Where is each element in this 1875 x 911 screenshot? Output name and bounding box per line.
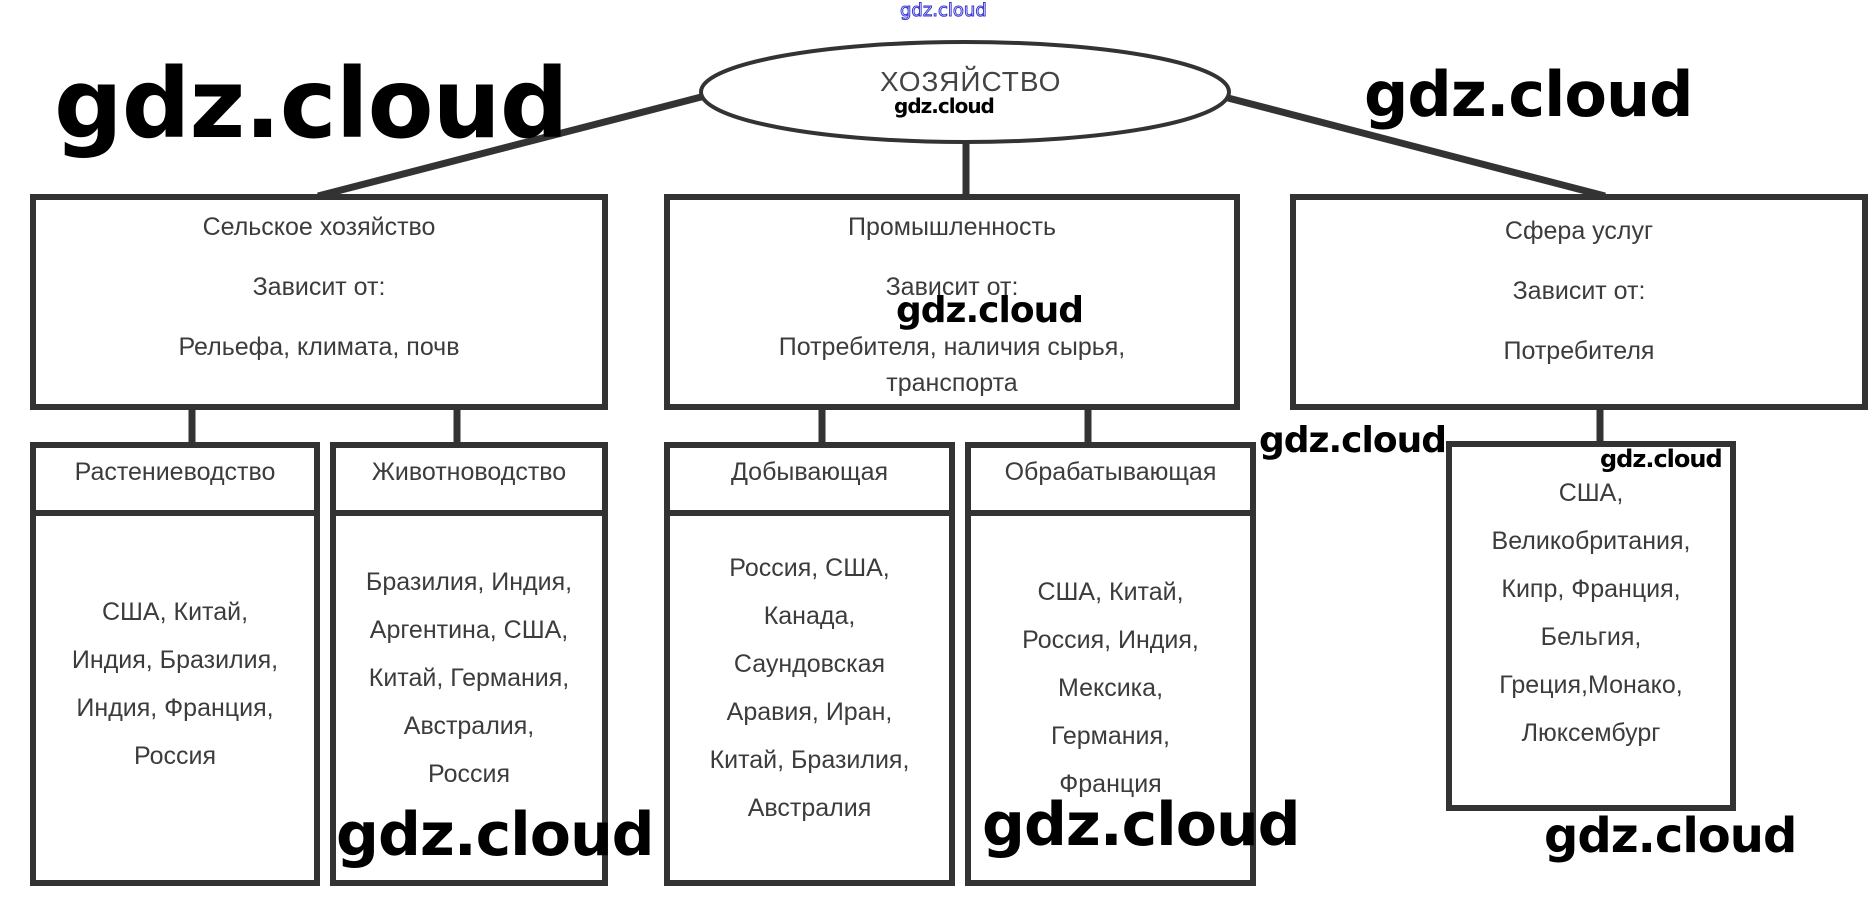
sub-box-crops: Растениеводство США, Китай, Индия, Брази… [30, 442, 320, 886]
country-list: США, Китай, Индия, Бразилия, Индия, Фран… [36, 588, 314, 780]
country-list: США, Великобритания, Кипр, Франция, Бель… [1452, 469, 1730, 757]
root-ellipse [699, 40, 1231, 144]
watermark-top-right: gdz.cloud [1364, 58, 1694, 131]
sector-box-industry: Промышленность Зависит от: Потребителя, … [664, 194, 1240, 410]
connector-root-services [1227, 94, 1606, 200]
root-label: ХОЗЯЙСТВО [880, 66, 1062, 97]
country-line: Мексика, [1057, 674, 1164, 702]
sub-box-livestock: Животноводство Бразилия, Индия, Аргентин… [330, 442, 608, 886]
watermark-top-center: gdz.cloud [900, 0, 988, 22]
sector-title: Сфера услуг [1504, 217, 1654, 245]
country-list: Россия, США, Канада, Саундовская Аравия,… [670, 544, 949, 832]
country-line: США, Китай, [101, 598, 249, 626]
connector-root-agriculture [317, 92, 706, 200]
sub-box-services-countries: США, Великобритания, Кипр, Франция, Бель… [1446, 441, 1736, 811]
sector-depends-value: Рельефа, климата, почв [178, 333, 460, 361]
sub-title: Животноводство [336, 448, 602, 516]
watermark-middle-box: gdz.cloud [896, 290, 1084, 331]
country-line: США, Китай, [1037, 578, 1184, 606]
country-line: Китай, Бразилия, [709, 746, 910, 774]
sector-title: Промышленность [848, 213, 1056, 241]
sector-depends-value-2: транспорта [886, 369, 1018, 397]
country-line: Китай, Германия, [368, 664, 570, 692]
country-line: Бельгия, [1540, 623, 1642, 651]
watermark-ellipse: gdz.cloud [894, 94, 995, 118]
country-line: Кипр, Франция, [1501, 575, 1681, 603]
country-list: Бразилия, Индия, Аргентина, США, Китай, … [336, 558, 602, 798]
country-line: Россия, Индия, [1022, 626, 1199, 654]
country-line: Канада, [763, 602, 856, 630]
country-line: Аравия, Иран, [726, 698, 893, 726]
country-line: Австралия [747, 794, 872, 822]
country-list: США, Китай, Россия, Индия, Мексика, Герм… [971, 568, 1250, 808]
country-line: Франция [1059, 770, 1162, 798]
country-line: Индия, Франция, [76, 694, 274, 722]
country-line: Россия, США, [729, 554, 890, 582]
sub-title: Добывающая [670, 448, 949, 516]
sector-depends-label: Зависит от: [885, 273, 1019, 301]
watermark-right-middle: gdz.cloud [1259, 420, 1447, 461]
country-line: Бразилия, Индия, [365, 568, 573, 596]
watermark-right-sub: gdz.cloud [1600, 445, 1723, 473]
sub-box-extractive: Добывающая Россия, США, Канада, Саундовс… [664, 442, 955, 886]
sector-box-services: Сфера услуг Зависит от: Потребителя [1290, 194, 1868, 410]
sector-title: Сельское хозяйство [202, 213, 436, 241]
country-line: Индия, Бразилия, [71, 646, 279, 674]
country-line: Великобритания, [1491, 527, 1691, 555]
sector-depends-label: Зависит от: [1512, 277, 1646, 305]
country-line: Люксембург [1521, 719, 1661, 747]
country-line: Германия, [1050, 722, 1171, 750]
sector-depends-value: Потребителя [1503, 337, 1655, 365]
sector-box-agriculture: Сельское хозяйство Зависит от: Рельефа, … [30, 194, 608, 410]
country-line: Аргентина, США, [369, 616, 569, 644]
watermark-bottom-right: gdz.cloud [1544, 808, 1797, 864]
watermark-bottom-manufacturing: gdz.cloud [982, 790, 1301, 860]
sub-box-manufacturing: Обрабатывающая США, Китай, Россия, Индия… [965, 442, 1256, 886]
sector-depends-label: Зависит от: [252, 273, 386, 301]
watermark-top-left: gdz.cloud [54, 48, 569, 160]
country-line: Россия [134, 742, 216, 770]
country-line: Австралия, [403, 712, 535, 740]
country-line: США, [1558, 479, 1624, 507]
sub-title: Обрабатывающая [971, 448, 1250, 516]
sector-depends-value: Потребителя, наличия сырья, [778, 333, 1126, 361]
sub-title: Растениеводство [36, 448, 314, 516]
country-line: Россия [428, 760, 510, 788]
watermark-bottom-livestock: gdz.cloud [336, 800, 655, 870]
country-line: Саундовская [733, 650, 886, 678]
country-line: Греция,Монако, [1499, 671, 1683, 699]
